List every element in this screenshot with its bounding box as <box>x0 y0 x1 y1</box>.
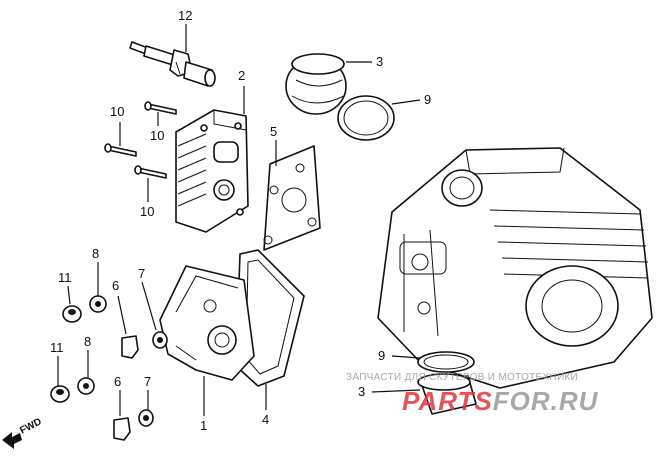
part-9-top-oring <box>337 95 395 141</box>
leader-lines <box>57 24 421 416</box>
fwd-arrow-icon <box>2 432 22 449</box>
callout-2: 2 <box>238 68 245 83</box>
callout-8-upper: 8 <box>92 246 99 261</box>
watermark-brand: PARTSFOR.RU <box>402 386 599 416</box>
watermark: ЗАПЧАСТИ ДЛЯ СКУТЕРОВ И МОТОТЕХНИКИ PART… <box>346 372 599 416</box>
callout-4: 4 <box>262 412 269 427</box>
watermark-brand-red: PARTS <box>402 386 493 416</box>
callout-3-bottom: 3 <box>358 384 365 399</box>
callout-6-lower: 6 <box>114 374 121 389</box>
callout-9-bottom: 9 <box>378 348 385 363</box>
part-10-bolts <box>104 101 177 179</box>
part-3-bottom-cap <box>417 373 477 415</box>
callout-1: 1 <box>200 418 207 433</box>
part-9-bottom-oring <box>417 351 475 373</box>
watermark-line1: ЗАПЧАСТИ ДЛЯ СКУТЕРОВ И МОТОТЕХНИКИ <box>346 372 578 383</box>
part-3-top-cap <box>285 53 347 115</box>
callout-9-top: 9 <box>424 92 431 107</box>
callout-10-c: 10 <box>140 204 154 219</box>
callout-3-top: 3 <box>376 54 383 69</box>
fasteners-upper <box>62 295 168 359</box>
callout-5: 5 <box>270 124 277 139</box>
callout-7-upper: 7 <box>138 266 145 281</box>
fasteners-lower <box>50 377 154 441</box>
callout-7-lower: 7 <box>144 374 151 389</box>
fwd-label: FWD <box>18 416 43 436</box>
watermark-brand-grey: FOR.RU <box>493 386 599 416</box>
fwd-marker: FWD <box>2 416 44 449</box>
engine-cylinder <box>377 147 653 389</box>
callout-11-lower: 11 <box>50 340 64 355</box>
callout-10-b: 10 <box>150 128 164 143</box>
callout-8-lower: 8 <box>84 334 91 349</box>
callout-10-a: 10 <box>110 104 124 119</box>
part-5-gasket <box>263 145 321 251</box>
part-12-spark-plug <box>129 41 216 87</box>
callouts: 12 2 3 9 10 10 10 5 11 8 6 7 11 8 6 7 1 … <box>50 8 431 433</box>
part-1-valve-cover <box>159 265 255 381</box>
callout-11-upper: 11 <box>58 270 72 285</box>
callout-6-upper: 6 <box>112 278 119 293</box>
callout-12: 12 <box>178 8 192 23</box>
part-2-cylinder-head <box>175 109 249 233</box>
